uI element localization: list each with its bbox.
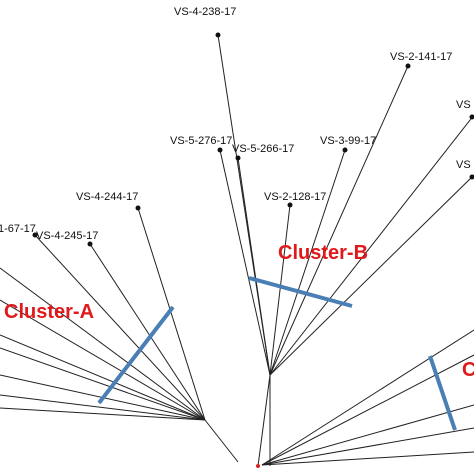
leaf-node[interactable] — [135, 205, 141, 211]
leaf-node[interactable] — [405, 63, 411, 69]
branch — [34, 234, 206, 421]
cluster-bars — [97, 276, 457, 431]
leaf-nodes — [32, 32, 474, 468]
leaf-label: VS — [456, 99, 471, 111]
branch — [269, 114, 474, 376]
branch — [237, 157, 271, 376]
branch — [0, 407, 206, 421]
leaf-label: VS-4-238-17 — [174, 6, 236, 18]
branch — [219, 149, 271, 376]
leaf-label: VS-4-245-17 — [36, 230, 98, 242]
cluster-b-label: Cluster-B — [278, 242, 368, 264]
branch — [137, 207, 206, 421]
leaf-label: VS-2-141-17 — [390, 51, 452, 63]
cluster-a-bar — [97, 305, 175, 405]
leaf-node[interactable] — [469, 114, 474, 120]
branch — [269, 204, 291, 376]
cluster-c-bar — [428, 355, 457, 431]
branch — [261, 354, 474, 466]
branch — [0, 267, 206, 421]
leaf-label: VS — [456, 159, 471, 171]
branch — [204, 419, 239, 463]
tree-branches — [0, 34, 474, 467]
leaf-node[interactable] — [215, 32, 221, 38]
branch — [0, 299, 206, 421]
branch — [269, 149, 346, 376]
branch — [269, 65, 409, 376]
leaf-node[interactable] — [217, 147, 223, 153]
leaf-node[interactable] — [469, 174, 474, 180]
leaf-labels: VS-4-238-17 VS-2-141-17 VS VS VS-5-276-1… — [0, 6, 471, 242]
cluster-a-label: Cluster-A — [4, 301, 94, 323]
branch — [0, 394, 206, 421]
leaf-label: VS-3-99-17 — [320, 135, 376, 147]
cluster-labels: Cluster-A Cluster-B C — [4, 242, 474, 381]
leaf-label: VS-2-128-17 — [264, 191, 326, 203]
branch — [257, 374, 271, 467]
root-node — [256, 464, 260, 468]
cluster-b-bar — [248, 276, 353, 308]
leaf-node[interactable] — [32, 232, 38, 238]
cluster-c-label: C — [462, 359, 474, 381]
leaf-node[interactable] — [87, 241, 93, 247]
branch — [0, 334, 206, 421]
leaf-label: VS-4-244-17 — [76, 191, 138, 203]
branch — [261, 329, 474, 466]
leaf-node[interactable] — [235, 155, 241, 161]
branch — [261, 404, 474, 466]
leaf-node[interactable] — [342, 147, 348, 153]
leaf-label: VS-5-276-17 — [170, 135, 232, 147]
branch — [89, 243, 206, 421]
leaf-label: VS-5-266-17 — [232, 143, 294, 155]
branch — [261, 451, 474, 466]
branch — [269, 174, 474, 376]
branch — [0, 347, 206, 421]
leaf-label: 1-67-17 — [0, 223, 36, 235]
leaf-node[interactable] — [287, 202, 293, 208]
branch — [261, 427, 474, 466]
